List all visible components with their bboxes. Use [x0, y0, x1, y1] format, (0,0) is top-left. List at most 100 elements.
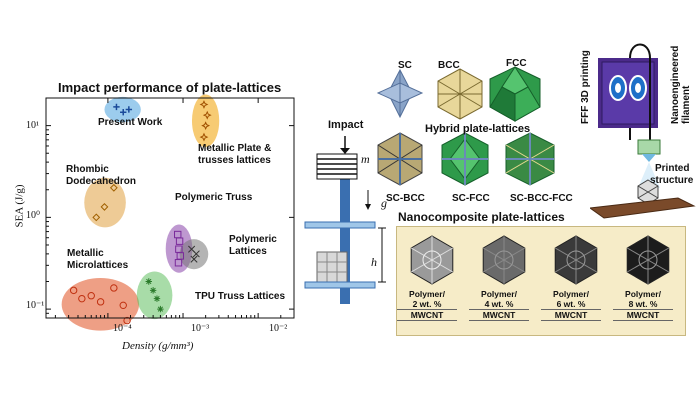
data-point	[100, 203, 109, 211]
data-point	[120, 109, 127, 116]
nano-card-line: MWCNT	[397, 309, 457, 321]
data-point	[109, 183, 118, 192]
nano-card-label: Polymer/ 2 wt. % MWCNT	[397, 289, 457, 321]
printer-illustration	[590, 43, 696, 219]
nano-lattice	[410, 235, 454, 285]
data-point	[175, 237, 184, 245]
group-region	[61, 277, 140, 331]
data-point	[201, 121, 211, 131]
y-tick-label: 10¹	[26, 120, 39, 131]
data-point	[110, 284, 118, 292]
nano-card-line: 2 wt. %	[412, 299, 442, 309]
data-point	[192, 250, 200, 258]
annotation-rhombic-dodecahedron: Rhombic Dodecahedron	[66, 164, 137, 187]
upper-plate	[304, 221, 376, 229]
nano-lattice	[482, 235, 526, 285]
group-region	[136, 271, 173, 320]
nano-card-line: MWCNT	[541, 309, 601, 321]
printed-label-line1: Printed	[655, 163, 690, 174]
nano-card-label: Polymer/ 4 wt. % MWCNT	[469, 289, 529, 321]
chart-title: Impact performance of plate-lattices	[58, 80, 282, 95]
nano-lattice	[554, 235, 598, 285]
gravity-label: g	[381, 196, 387, 210]
annotation-metallic-microlattices: Metallic Microlattices	[67, 248, 129, 271]
data-point	[113, 103, 120, 111]
fcc-lattice	[489, 66, 541, 122]
label-fcc: FCC	[506, 58, 527, 69]
sc-fcc-lattice	[441, 132, 489, 186]
data-point	[92, 213, 101, 222]
impact-arrowhead	[340, 148, 350, 154]
data-point	[123, 316, 131, 325]
nano-card-line: 4 wt. %	[484, 299, 514, 309]
data-point	[157, 305, 164, 313]
data-point	[199, 132, 209, 142]
chart-plot	[45, 94, 295, 331]
nano-card-line: 8 wt. %	[628, 299, 658, 309]
drop-mass	[316, 153, 358, 180]
data-point	[149, 287, 157, 294]
group-region	[191, 94, 220, 148]
label-sc-bcc: SC-BCC	[386, 193, 425, 204]
y-tick-label: 10⁻¹	[26, 300, 45, 311]
nano-lattice-row	[410, 235, 670, 285]
data-point	[190, 255, 198, 263]
lattice-illustrations	[376, 66, 555, 186]
data-point	[199, 100, 209, 109]
bcc-lattice	[437, 68, 483, 120]
sc-lattice	[376, 68, 424, 119]
annotation-tpu-truss: TPU Truss Lattices	[195, 291, 286, 302]
data-point	[96, 298, 105, 306]
nano-card-line: Polymer/	[625, 289, 661, 299]
annotation-metallic-plate: Metallic Plate & trusses lattices	[198, 143, 272, 166]
impact-label: Impact	[328, 119, 364, 131]
label-bcc: BCC	[438, 60, 460, 71]
lower-plate	[304, 281, 376, 289]
hybrid-title: Hybrid plate-lattices	[425, 123, 531, 135]
printed-label-line2: structure	[650, 175, 694, 186]
filament-label: Nanoengineered filament	[670, 45, 692, 124]
label-sc-fcc: SC-FCC	[452, 193, 490, 204]
fff-label: FFF 3D printing	[580, 50, 591, 124]
data-point	[119, 301, 127, 310]
annotation-present-work: Present Work	[98, 117, 163, 128]
nozzle-tip	[642, 154, 656, 162]
nano-lattice	[626, 235, 670, 285]
nano-title: Nanocomposite plate-lattices	[398, 210, 565, 224]
nano-card-line: Polymer/	[481, 289, 517, 299]
x-tick-label: 10⁻³	[191, 323, 210, 334]
nano-card-label: Polymer/ 8 wt. % MWCNT	[613, 289, 673, 321]
x-axis-label: Density (g/mm³)	[122, 340, 194, 352]
nano-card-line: 6 wt. %	[556, 299, 586, 309]
data-point	[78, 294, 86, 303]
nano-card-line: Polymer/	[553, 289, 589, 299]
label-sc: SC	[398, 60, 412, 71]
print-bed	[590, 197, 696, 219]
group-region	[84, 177, 126, 228]
nano-card-line: MWCNT	[469, 309, 529, 321]
y-axis-label: SEA (J/g)	[13, 184, 26, 228]
nozzle-head	[637, 139, 661, 155]
sc-bcc-lattice	[377, 132, 423, 186]
data-point	[125, 106, 133, 113]
nano-card-label: Polymer/ 6 wt. % MWCNT	[541, 289, 601, 321]
mass-label: m	[361, 152, 370, 166]
data-point	[202, 110, 212, 120]
nano-card-line: Polymer/	[409, 289, 445, 299]
impact-rod	[340, 154, 350, 304]
data-point	[145, 278, 152, 285]
data-point	[87, 292, 95, 300]
nano-card-line: MWCNT	[613, 309, 673, 321]
impact-schematic	[304, 136, 386, 304]
data-point	[174, 259, 183, 267]
label-sc-bcc-fcc: SC-BCC-FCC	[510, 193, 573, 204]
data-point	[153, 295, 161, 302]
x-tick-label: 10⁻⁴	[113, 323, 132, 334]
x-tick-label: 10⁻²	[269, 323, 288, 334]
plot-frame	[45, 97, 295, 319]
height-label: h	[371, 255, 377, 269]
specimen-lattice	[316, 251, 348, 283]
y-tick-label: 10⁰	[26, 210, 41, 221]
filament-line	[629, 43, 651, 140]
sc-bcc-fcc-lattice	[505, 132, 555, 186]
